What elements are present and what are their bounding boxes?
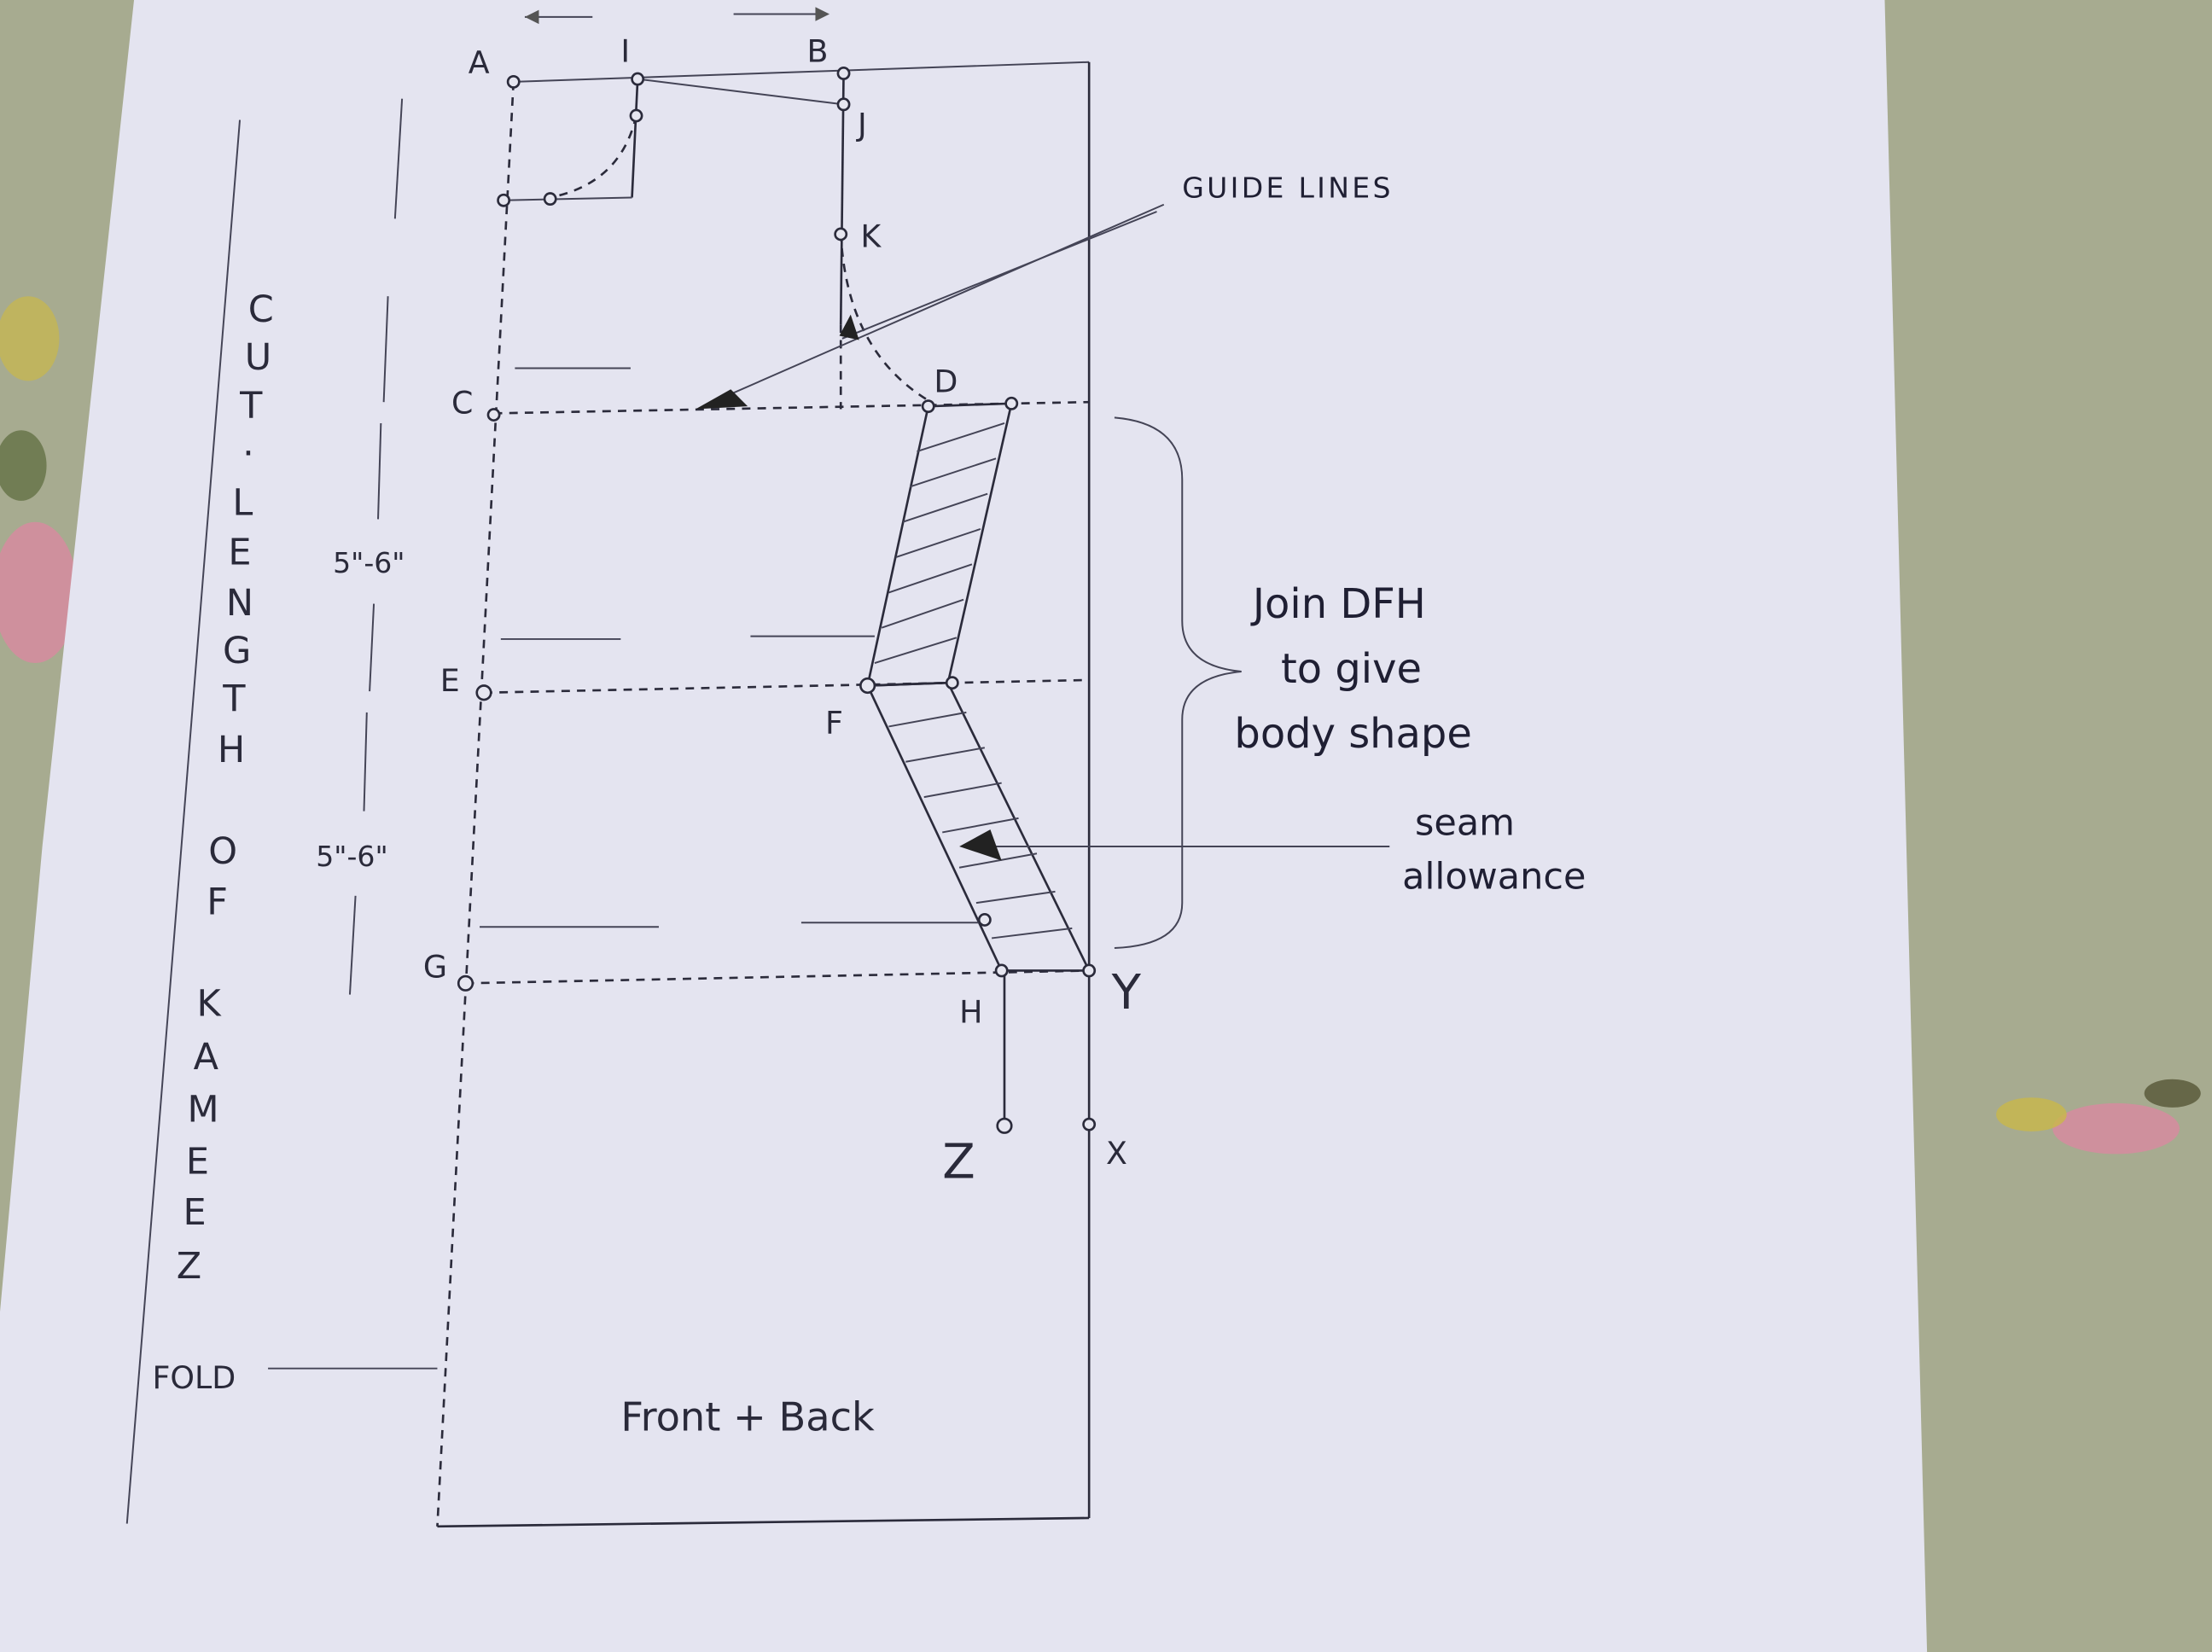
to-give-label: to give — [1281, 646, 1422, 693]
cut-length-letter: U — [245, 336, 271, 379]
cut-length-letter: E — [228, 531, 251, 573]
label-point-b: B — [807, 33, 829, 70]
cut-length-letter: T — [222, 678, 246, 720]
cut-length-letter: Z — [177, 1245, 201, 1288]
cut-length-letter: C — [248, 288, 274, 331]
label-point-j: J — [856, 107, 867, 143]
tablecloth-flowers — [0, 296, 2201, 1155]
label-point-k: K — [860, 218, 882, 254]
cut-length-letter: M — [188, 1088, 219, 1131]
label-point-h: H — [959, 994, 982, 1031]
label-point-f: F — [825, 705, 843, 742]
cut-length-letter: L — [232, 481, 253, 524]
measurement-label-1: 5"-6" — [333, 546, 405, 579]
front-back-label: Front + Back — [620, 1393, 875, 1440]
label-point-y: Y — [1111, 965, 1142, 1021]
join-dfh-label: Join DFH — [1250, 581, 1426, 628]
cut-length-letter: E — [183, 1191, 207, 1234]
cut-length-letter: K — [197, 982, 223, 1025]
top-arrows — [524, 7, 830, 25]
pattern-outline — [125, 61, 1390, 1528]
cut-length-letter: O — [208, 830, 237, 873]
cut-length-letter: E — [186, 1141, 209, 1184]
label-point-x: X — [1106, 1135, 1127, 1172]
cut-length-letter: · — [242, 433, 254, 475]
fold-label: FOLD — [153, 1359, 236, 1396]
cut-length-letter: F — [207, 881, 228, 923]
cut-length-letter: T — [239, 384, 263, 427]
allowance-label: allowance — [1402, 856, 1586, 899]
label-point-z: Z — [942, 1134, 975, 1190]
label-point-g: G — [423, 949, 447, 986]
cut-length-letter: A — [194, 1036, 219, 1079]
label-point-i: I — [620, 33, 630, 70]
measurement-label-2: 5"-6" — [316, 840, 387, 873]
guide-lines-label: GUIDE LINES — [1182, 171, 1393, 204]
cut-length-letter: H — [218, 729, 245, 771]
body-shape-label: body shape — [1234, 711, 1471, 758]
label-point-d: D — [934, 364, 958, 400]
label-point-c: C — [451, 384, 473, 421]
construction-points — [457, 67, 1097, 1134]
cut-length-letter: G — [223, 630, 251, 672]
label-point-e: E — [440, 662, 460, 699]
label-point-a: A — [469, 44, 490, 81]
paper-sheet — [0, 0, 1928, 1652]
cut-length-letter: N — [226, 582, 253, 625]
seam-label: seam — [1415, 802, 1515, 845]
